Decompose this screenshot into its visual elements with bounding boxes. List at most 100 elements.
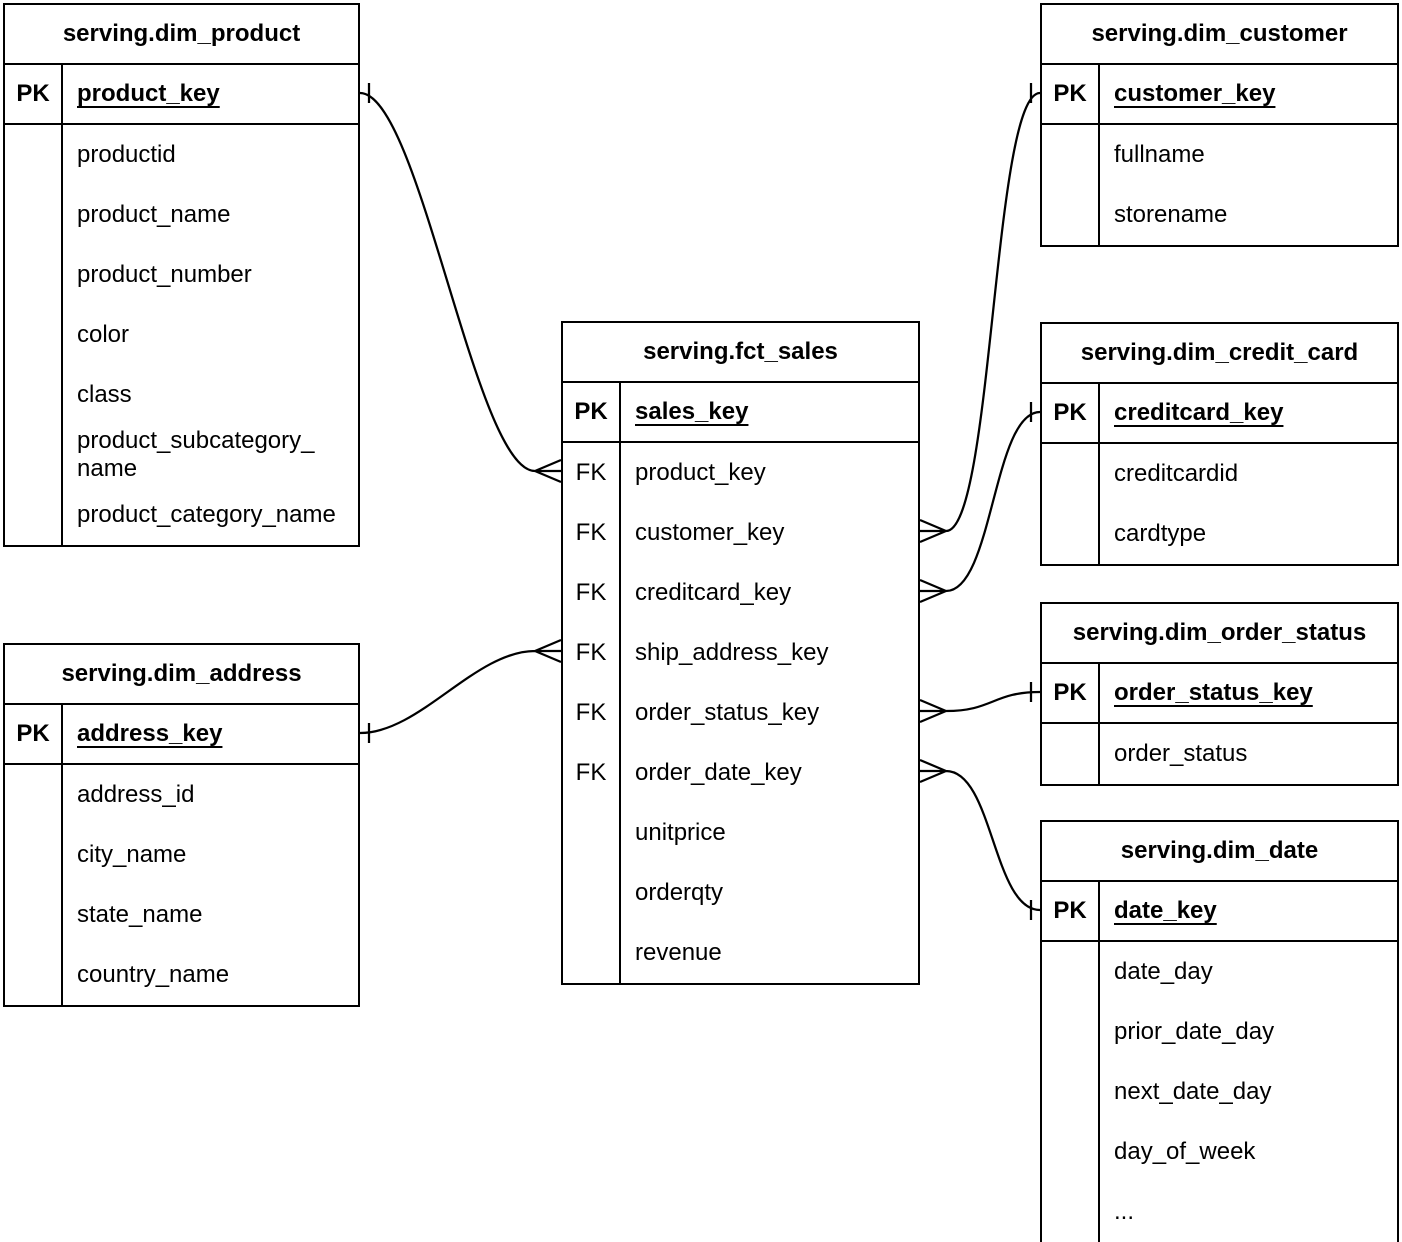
entity-row: FK order_status_key xyxy=(563,683,918,743)
key-badge-empty xyxy=(1042,942,1100,1002)
field-name: orderqty xyxy=(635,879,724,906)
field-name: class xyxy=(77,381,132,408)
field-name: creditcard_key xyxy=(1114,399,1284,426)
key-badge-empty xyxy=(1042,724,1100,784)
field-name: order_date_key xyxy=(635,759,802,786)
entity-title: serving.dim_order_status xyxy=(1042,604,1397,664)
field-name: next_date_day xyxy=(1114,1078,1272,1105)
key-badge-empty xyxy=(5,305,63,365)
entity-row: date_day xyxy=(1042,942,1397,1002)
key-badge-empty xyxy=(5,245,63,305)
entity-row: product_category_name xyxy=(5,485,358,545)
field-name: product_key xyxy=(77,80,220,107)
entity-row: address_id xyxy=(5,765,358,825)
field-name: country_name xyxy=(77,961,230,988)
field-name: color xyxy=(77,321,130,348)
field-name: sales_key xyxy=(635,398,749,425)
fk-badge: FK xyxy=(563,443,621,503)
field-name: product_name xyxy=(77,201,231,228)
fk-badge: FK xyxy=(563,743,621,803)
key-badge-empty xyxy=(1042,185,1100,245)
pk-badge: PK xyxy=(1042,384,1100,442)
entity-row: color xyxy=(5,305,358,365)
entity-row: prior_date_day xyxy=(1042,1002,1397,1062)
key-badge-empty xyxy=(1042,504,1100,564)
entity-row: orderqty xyxy=(563,863,918,923)
entity-row: city_name xyxy=(5,825,358,885)
entity-row: cardtype xyxy=(1042,504,1397,564)
entity-row: PK product_key xyxy=(5,65,358,125)
key-badge-empty xyxy=(5,945,63,1005)
entity-title: serving.dim_customer xyxy=(1042,5,1397,65)
entity-title: serving.dim_credit_card xyxy=(1042,324,1397,384)
entity-row: class xyxy=(5,365,358,425)
field-name: ... xyxy=(1114,1198,1135,1225)
entity-row: day_of_week xyxy=(1042,1122,1397,1182)
fk-badge: FK xyxy=(563,563,621,623)
key-badge-empty xyxy=(5,185,63,245)
entity-title: serving.dim_address xyxy=(5,645,358,705)
key-badge-empty xyxy=(1042,125,1100,185)
entity-row: product_subcategory_name xyxy=(5,425,358,485)
entity-row: revenue xyxy=(563,923,918,983)
key-badge-empty xyxy=(5,485,63,545)
field-name: creditcard_key xyxy=(635,579,792,606)
entity-row: FK customer_key xyxy=(563,503,918,563)
entity-row: state_name xyxy=(5,885,358,945)
key-badge-empty xyxy=(563,863,621,923)
key-badge-empty xyxy=(1042,444,1100,504)
field-name: order_status_key xyxy=(635,699,820,726)
entity-title: serving.dim_product xyxy=(5,5,358,65)
field-name-line: name xyxy=(77,455,138,482)
field-name: date_day xyxy=(1114,958,1213,985)
key-badge-empty xyxy=(1042,1122,1100,1182)
entity-row: FK creditcard_key xyxy=(563,563,918,623)
pk-badge: PK xyxy=(5,65,63,123)
field-name: creditcardid xyxy=(1114,460,1239,487)
field-name: customer_key xyxy=(1114,80,1276,107)
field-name: date_key xyxy=(1114,897,1217,924)
field-name: customer_key xyxy=(635,519,785,546)
entity-row: product_number xyxy=(5,245,358,305)
pk-badge: PK xyxy=(563,383,621,441)
entity-row: order_status xyxy=(1042,724,1397,784)
entity-row: ... xyxy=(1042,1182,1397,1242)
entity-title: serving.dim_date xyxy=(1042,822,1397,882)
pk-badge: PK xyxy=(1042,882,1100,940)
field-name: address_key xyxy=(77,720,223,747)
entity-row: PK creditcard_key xyxy=(1042,384,1397,444)
entity-row: PK sales_key xyxy=(563,383,918,443)
entity-row: country_name xyxy=(5,945,358,1005)
key-badge-empty xyxy=(1042,1182,1100,1242)
entity-row: fullname xyxy=(1042,125,1397,185)
pk-badge: PK xyxy=(1042,664,1100,722)
fk-badge: FK xyxy=(563,503,621,563)
key-badge-empty xyxy=(5,125,63,185)
field-name: product_key xyxy=(635,459,766,486)
field-name: product_category_name xyxy=(77,501,336,528)
key-badge-empty xyxy=(5,825,63,885)
field-name: cardtype xyxy=(1114,520,1207,547)
fk-badge: FK xyxy=(563,623,621,683)
field-name: city_name xyxy=(77,841,187,868)
key-badge-empty xyxy=(5,885,63,945)
entity-row: storename xyxy=(1042,185,1397,245)
field-name: product_number xyxy=(77,261,252,288)
field-name: order_status xyxy=(1114,740,1248,767)
entity-row: productid xyxy=(5,125,358,185)
entity-row: PK date_key xyxy=(1042,882,1397,942)
fk-badge: FK xyxy=(563,683,621,743)
key-badge-empty xyxy=(5,425,63,485)
entity-row: unitprice xyxy=(563,803,918,863)
entity-title: serving.fct_sales xyxy=(563,323,918,383)
